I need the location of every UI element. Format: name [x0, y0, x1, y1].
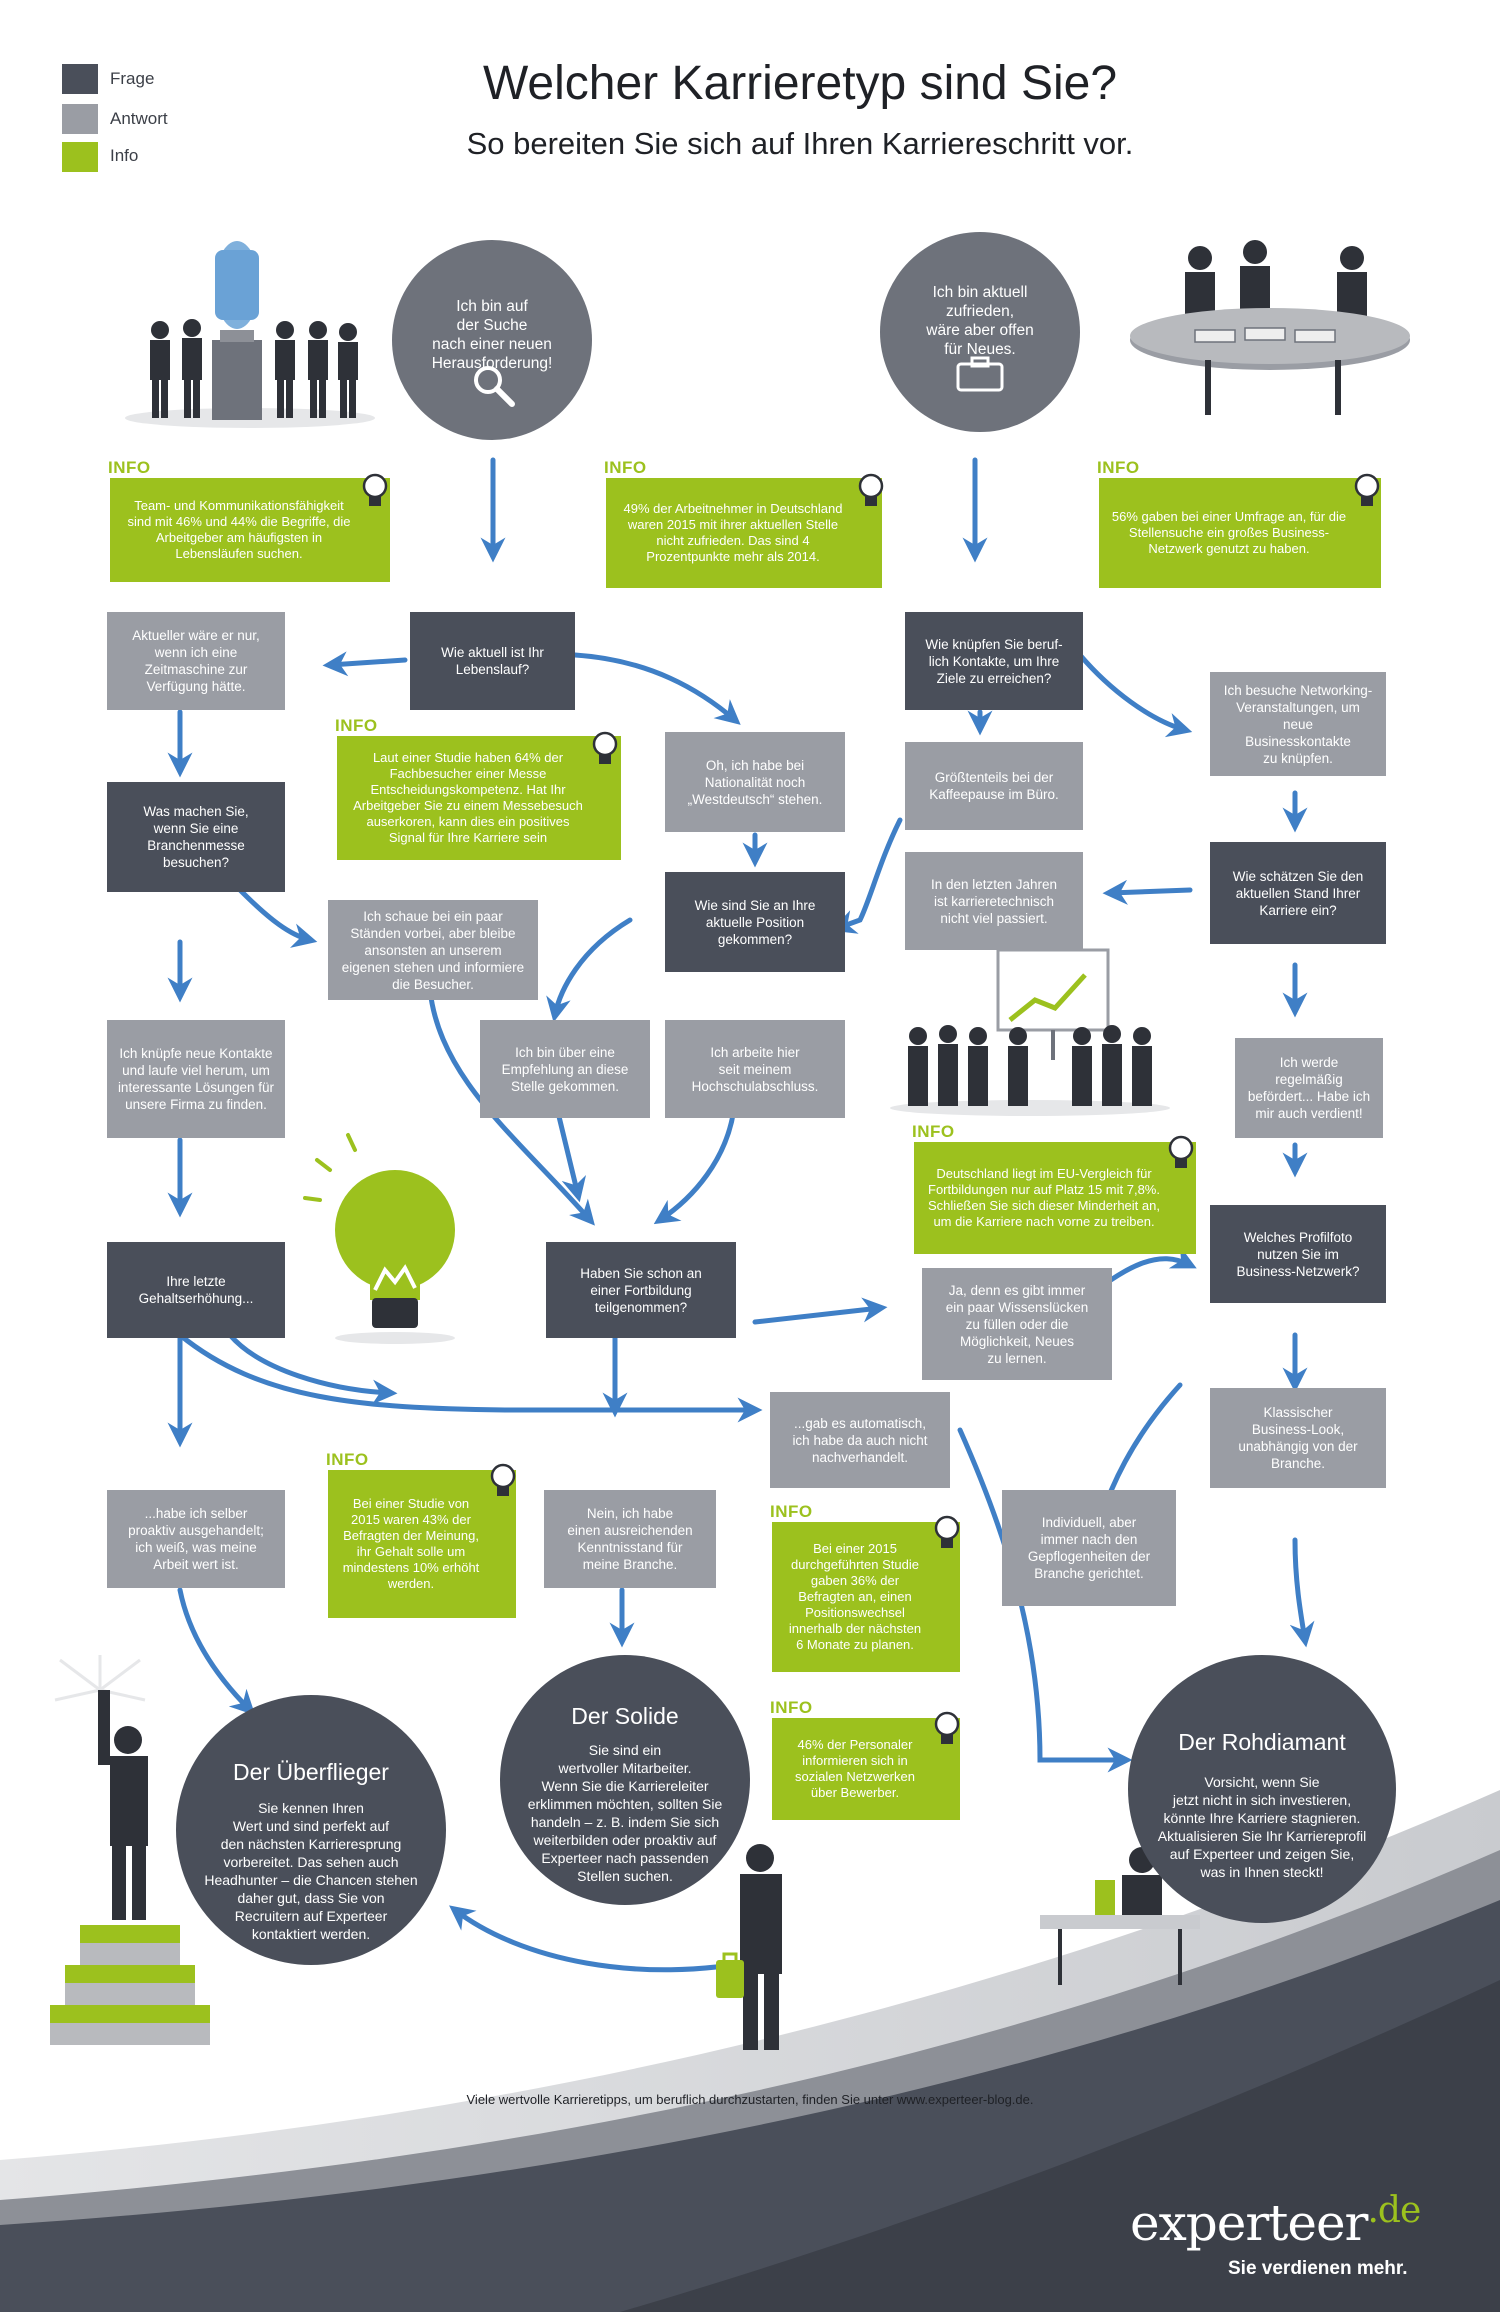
answer-recommendation[interactable]: Ich bin über eine Empfehlung an diese St… [480, 1020, 650, 1118]
result-rohdiamant: Der Rohdiamant Vorsicht, wenn Sie jetzt … [1128, 1655, 1396, 1923]
info-label-7: INFO [770, 1502, 813, 1521]
legend-swatch-antwort [62, 104, 98, 134]
info-box-recruiters: 46% der Personaler informieren sich in s… [772, 1718, 960, 1820]
answer-networking-events[interactable]: Ich besuche Networking- Veranstaltungen,… [1210, 672, 1386, 776]
water-cooler-illustration [125, 241, 375, 428]
question-position: Wie sind Sie an Ihre aktuelle Position g… [665, 872, 845, 972]
legend-swatch-frage [62, 64, 98, 94]
start-circle-content: Ich bin aktuell zufrieden, wäre aber off… [880, 232, 1080, 432]
start-text-search: Ich bin auf der Suche nach einer neuen H… [431, 298, 553, 372]
info-box-satisfaction: 49% der Arbeitnehmer in Deutschland ware… [606, 478, 882, 588]
logo-tld: .de [1367, 2190, 1421, 2231]
question-salary: Ihre letzte Gehaltserhöhung... [107, 1242, 285, 1338]
info-box-fair: Laut einer Studie haben 64% der Fachbesu… [337, 736, 621, 860]
start-circle-search: Ich bin auf der Suche nach einer neuen H… [392, 240, 592, 440]
footer-note: Viele wertvolle Karrieretipps, um berufl… [466, 2092, 1034, 2107]
legend-label-info: Info [110, 146, 139, 165]
question-cv: Wie aktuell ist Ihr Lebenslauf? [410, 612, 575, 710]
legend-swatch-info [62, 142, 98, 172]
magnifier-icon [474, 366, 515, 407]
answer-nothing-happened[interactable]: In den letzten Jahren ist karrieretechni… [905, 852, 1083, 950]
result-rohdiamant-text: Vorsicht, wenn Sie jetzt nicht in sich i… [1157, 1774, 1367, 1880]
info-label-3: INFO [1097, 458, 1140, 477]
answer-westdeutsch[interactable]: Oh, ich habe bei Nationalität noch „West… [665, 732, 845, 832]
question-trade-fair: Was machen Sie, wenn Sie eine Branchenme… [107, 782, 285, 892]
lightbulb-icon [1354, 473, 1380, 506]
result-ueberflieger-text: Sie kennen Ihren Wert und sind perfekt a… [204, 1800, 418, 1942]
info-label-2: INFO [604, 458, 647, 477]
result-solide-text: Sie sind ein wertvoller Mitarbeiter. Wen… [527, 1742, 723, 1884]
info-box-training: Deutschland liegt im EU-Vergleich für Fo… [914, 1142, 1196, 1254]
result-ueberflieger-title: Der Überflieger [233, 1759, 389, 1785]
answer-individual-photo[interactable]: Individuell, aber immer nach den Gepflog… [1002, 1490, 1176, 1606]
info-box-network: 56% gaben bei einer Umfrage an, für die … [1099, 478, 1381, 588]
answer-since-graduation[interactable]: Ich arbeite hier seit meinem Hochschulab… [665, 1020, 845, 1118]
page-subtitle: So bereiten Sie sich auf Ihren Karrieres… [466, 126, 1134, 161]
desk-person-illustration [1040, 1847, 1200, 1985]
lightbulb-icon [858, 473, 884, 506]
suitcase-icon [956, 356, 1004, 392]
lightbulb-icon [490, 1463, 516, 1496]
result-solide-title: Der Solide [571, 1703, 679, 1729]
lightbulb-icon [362, 473, 388, 506]
answer-time-machine[interactable]: Aktueller wäre er nur, wenn ich eine Zei… [107, 612, 285, 710]
lightbulb-icon [1168, 1135, 1194, 1168]
info-label-8: INFO [770, 1698, 813, 1717]
question-career-state: Wie schätzen Sie den aktuellen Stand Ihr… [1210, 842, 1386, 944]
info-box-position-change: Bei einer 2015 durchgeführten Studie gab… [772, 1522, 960, 1672]
meeting-table-illustration [1130, 240, 1410, 415]
podium-person-illustration [50, 1655, 210, 2045]
info-label-1: INFO [108, 458, 151, 477]
answer-coffee-break[interactable]: Größtenteils bei der Kaffeepause im Büro… [905, 742, 1083, 830]
experteer-logo[interactable]: experteer.de [1130, 2190, 1421, 2252]
logo-main: experteer [1130, 2194, 1368, 2252]
answer-automatic-raise[interactable]: ...gab es automatisch, ich habe da auch … [770, 1392, 950, 1488]
answer-negotiated[interactable]: ...habe ich selber proaktiv ausgehandelt… [107, 1490, 285, 1588]
info-box-salary: Bei einer Studie von 2015 waren 43% der … [328, 1470, 516, 1618]
answer-no-training[interactable]: Nein, ich habe einen ausreichenden Kennt… [544, 1490, 716, 1588]
lightbulb-icon [592, 731, 618, 764]
result-solide: Der Solide Sie sind ein wertvoller Mitar… [500, 1655, 750, 1905]
answer-promoted[interactable]: Ich werde regelmäßig befördert... Habe i… [1235, 1038, 1383, 1138]
bottom-swoosh [0, 1790, 1500, 2312]
result-rohdiamant-title: Der Rohdiamant [1178, 1729, 1346, 1755]
legend-label-antwort: Antwort [110, 109, 168, 128]
logo-tagline: Sie verdienen mehr. [1228, 2258, 1408, 2279]
lightbulb-icon [934, 1711, 960, 1744]
result-ueberflieger: Der Überflieger Sie kennen Ihren Wert un… [176, 1695, 446, 1965]
info-box-cv-skills: Team- und Kommunikationsfähigkeit sind m… [110, 478, 390, 582]
info-label-6: INFO [326, 1450, 369, 1469]
question-profile-photo: Welches Profilfoto nutzen Sie im Busines… [1210, 1205, 1386, 1303]
question-training: Haben Sie schon an einer Fortbildung tei… [546, 1242, 736, 1338]
answer-new-contacts[interactable]: Ich knüpfe neue Kontakte und laufe viel … [107, 1020, 285, 1138]
info-label-5: INFO [912, 1122, 955, 1141]
info-label-4: INFO [335, 716, 378, 735]
presentation-illustration [890, 948, 1170, 1116]
lightbulb-icon [934, 1515, 960, 1548]
answer-yes-training[interactable]: Ja, denn es gibt immer ein paar Wissensl… [922, 1268, 1112, 1380]
big-lightbulb-illustration [303, 1133, 455, 1344]
question-contacts: Wie knüpfen Sie beruf- lich Kontakte, um… [905, 612, 1083, 710]
answer-stay-at-booth[interactable]: Ich schaue bei ein paar Ständen vorbei, … [328, 900, 538, 1000]
briefcase-person-illustration [716, 1844, 782, 2050]
answer-classic-look[interactable]: Klassischer Business-Look, unabhängig vo… [1210, 1388, 1386, 1488]
legend-label-frage: Frage [110, 69, 155, 88]
start-text-content: Ich bin aktuell zufrieden, wäre aber off… [926, 284, 1034, 358]
page-title: Welcher Karrieretyp sind Sie? [482, 57, 1118, 110]
